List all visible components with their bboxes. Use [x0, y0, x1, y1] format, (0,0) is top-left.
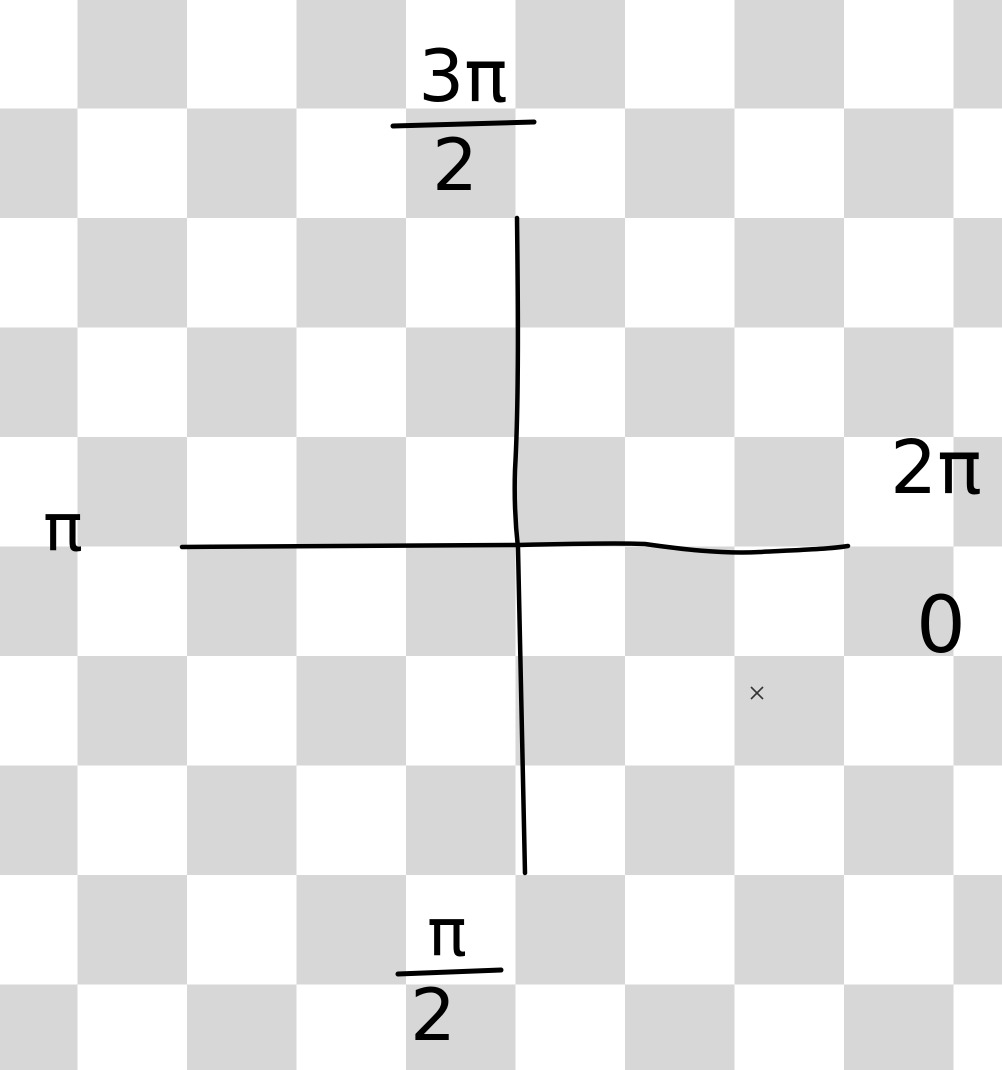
- label-left: π: [43, 489, 83, 566]
- label-bottom-numerator: π: [427, 894, 467, 971]
- label-top-numerator: 3π: [418, 34, 507, 118]
- horizontal-axis-line: [179, 541, 851, 555]
- crosshair-cursor-icon: [750, 686, 764, 700]
- vertical-axis-line: [512, 215, 528, 876]
- fraction-bar-bottom: [395, 967, 504, 977]
- label-right-upper: 2π: [890, 425, 982, 511]
- label-right-lower: 0: [916, 581, 966, 671]
- label-top-denominator: 2: [432, 123, 478, 207]
- label-bottom-denominator: 2: [410, 973, 456, 1057]
- fraction-bar-top: [390, 119, 537, 129]
